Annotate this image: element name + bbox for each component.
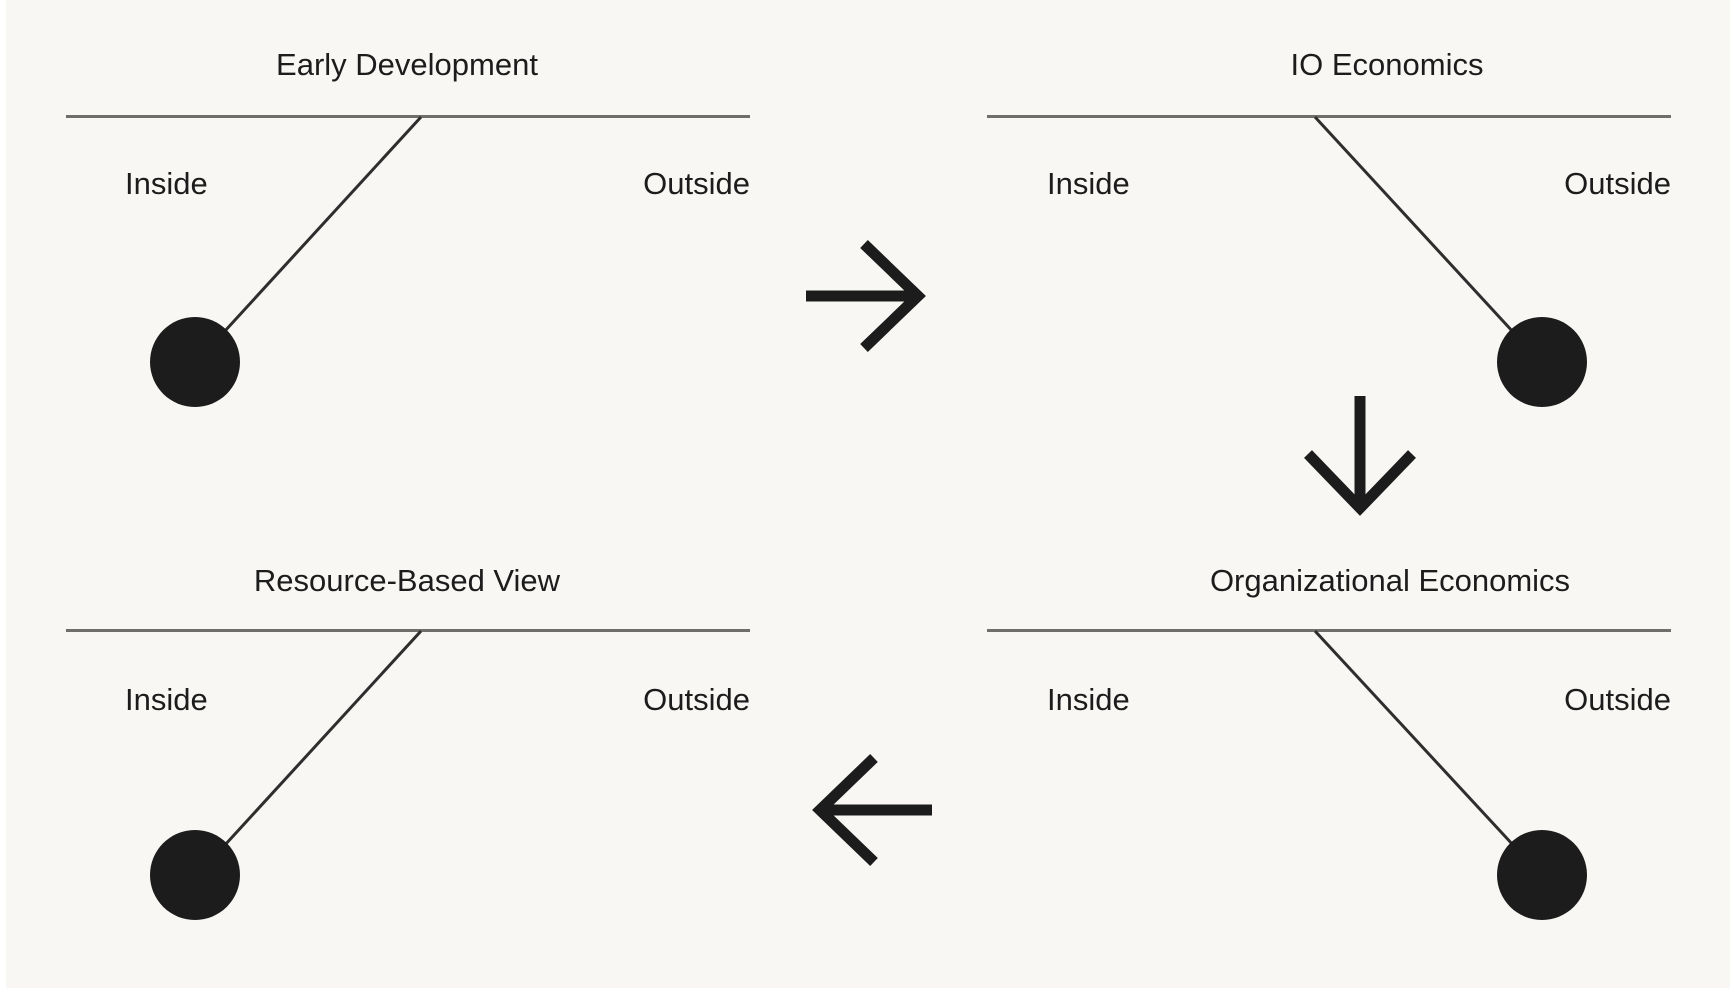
stage-title-early-development: Early Development [276, 47, 538, 82]
stage-bar-resource-based-view [66, 629, 750, 632]
pendulum-ball-resource-based-view [150, 830, 240, 920]
outside-label-early-development: Outside [643, 166, 750, 201]
arrow-down-icon [1304, 396, 1416, 516]
pendulum-ball-io-economics [1497, 317, 1587, 407]
inside-label-io-economics: Inside [1047, 166, 1130, 201]
inside-label-organizational-economics: Inside [1047, 682, 1130, 717]
pendulum-line-organizational-economics [1313, 629, 1516, 848]
inside-label-early-development: Inside [125, 166, 208, 201]
outside-label-organizational-economics: Outside [1564, 682, 1671, 717]
stage-bar-organizational-economics [987, 629, 1671, 632]
stage-bar-io-economics [987, 115, 1671, 118]
outside-label-resource-based-view: Outside [643, 682, 750, 717]
stage-title-resource-based-view: Resource-Based View [253, 563, 561, 598]
diagram-panel [6, 0, 1730, 988]
pendulum-ball-early-development [150, 317, 240, 407]
stage-title-organizational-economics: Organizational Economics [1209, 563, 1571, 598]
stage-bar-early-development [66, 115, 750, 118]
stage-title-io-economics: IO Economics [1290, 47, 1484, 82]
pendulum-line-resource-based-view [222, 629, 423, 848]
inside-label-resource-based-view: Inside [125, 682, 208, 717]
arrow-right-icon [806, 240, 926, 352]
pendulum-line-early-development [222, 115, 423, 334]
arrow-left-icon [812, 754, 932, 866]
pendulum-ball-organizational-economics [1497, 830, 1587, 920]
pendulum-line-io-economics [1313, 115, 1516, 335]
outside-label-io-economics: Outside [1564, 166, 1671, 201]
